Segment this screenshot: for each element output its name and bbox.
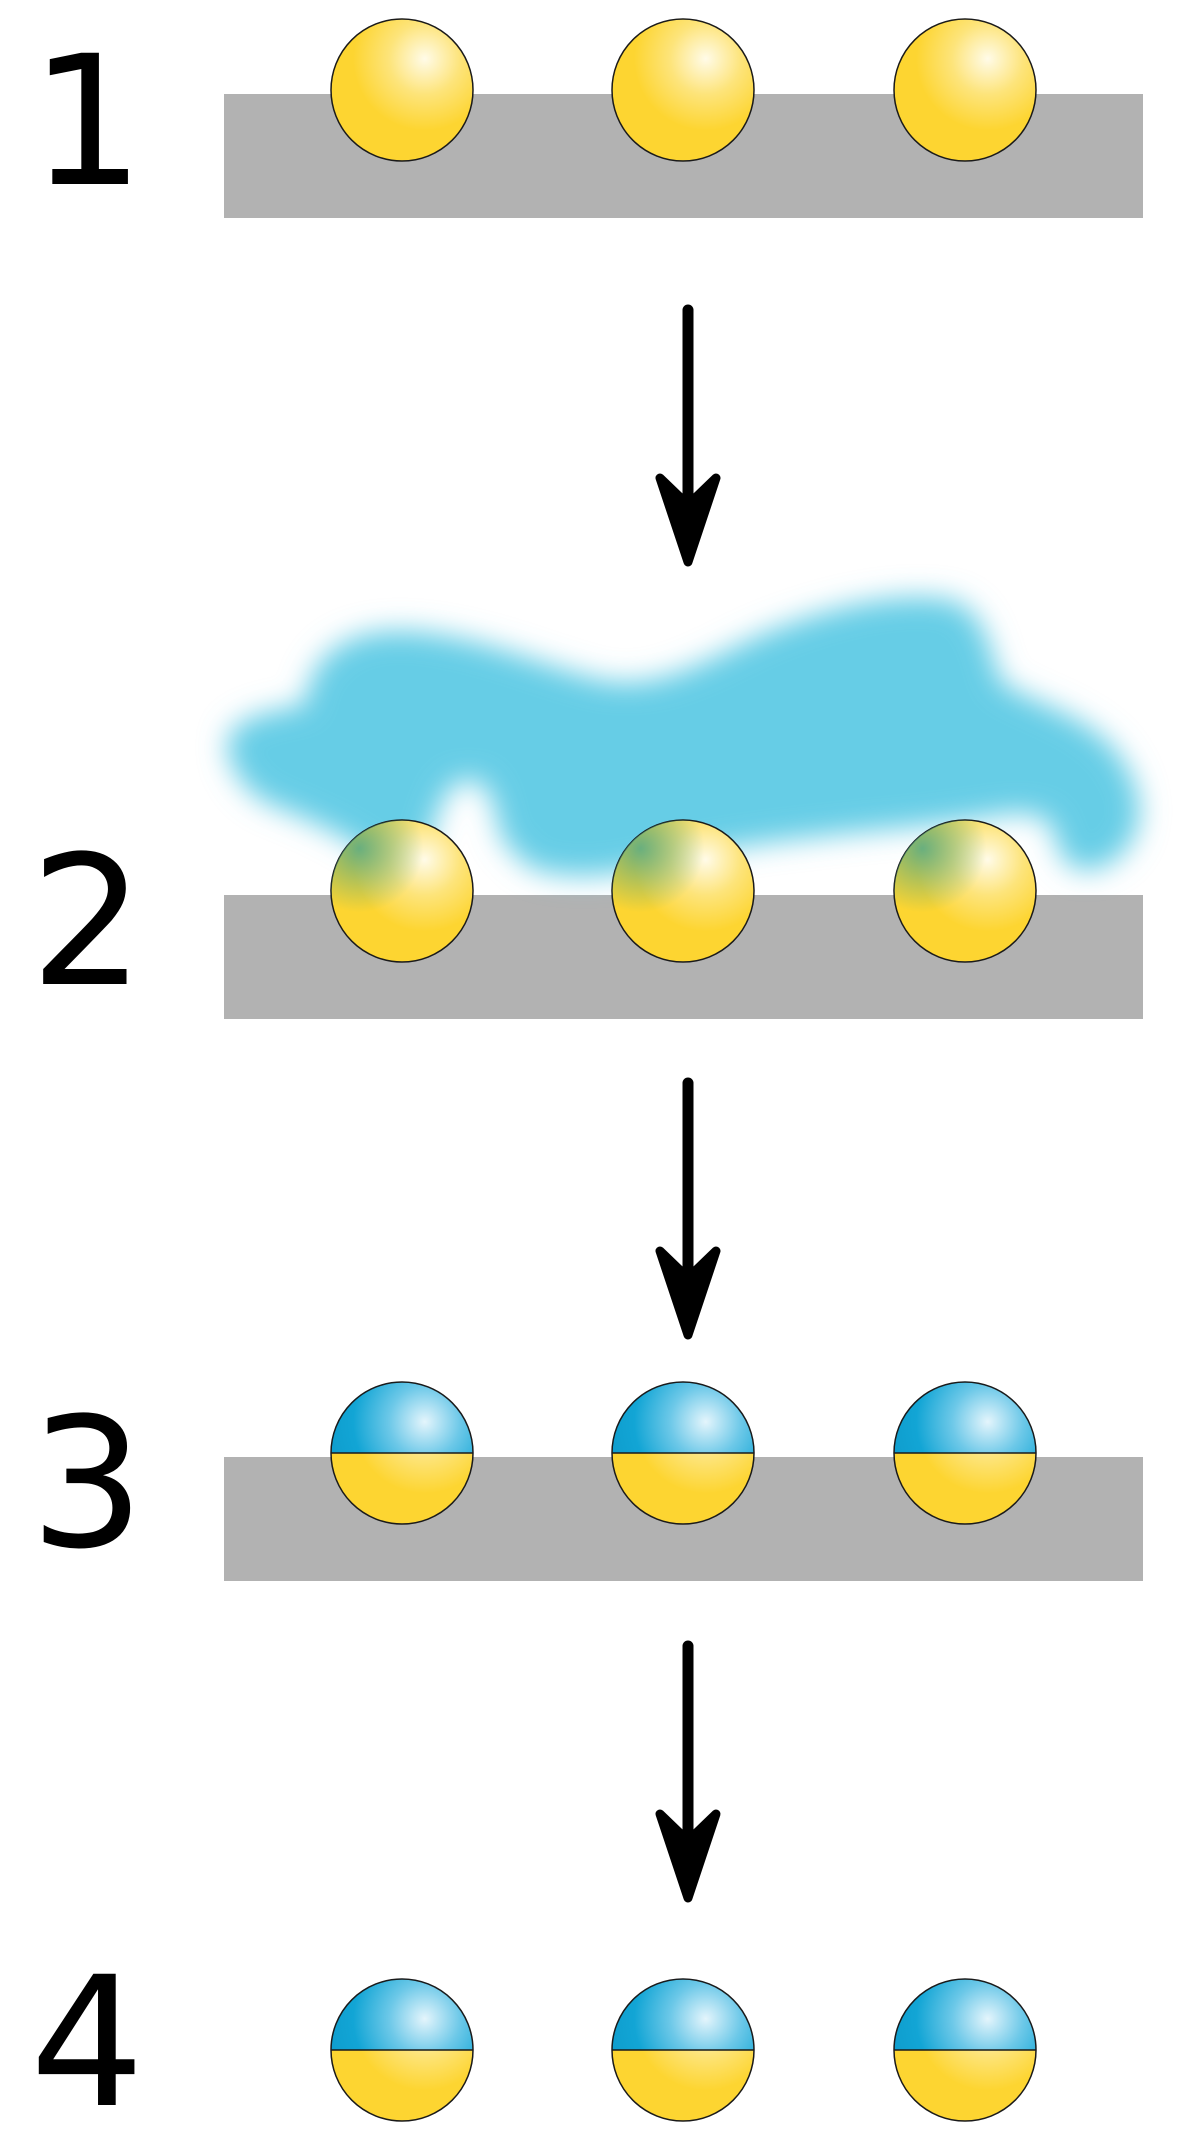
particle-gold-tinted — [893, 819, 1037, 963]
particle-janus — [611, 1978, 755, 2122]
particle-gold-tinted — [330, 819, 474, 963]
particle-gold — [893, 18, 1037, 162]
arrow-down-icon — [655, 1640, 721, 1903]
arrow-down-icon — [655, 304, 721, 567]
step-4-number: 4 — [30, 1939, 145, 2134]
step-1: 1 — [30, 18, 1143, 227]
particle-gold-tinted — [611, 819, 755, 963]
particle-gold — [611, 18, 755, 162]
particle-janus — [893, 1978, 1037, 2122]
step-1-number: 1 — [30, 18, 145, 227]
particle-janus — [893, 1381, 1037, 1525]
step-2-number: 2 — [30, 818, 145, 1027]
step-3: 3 — [30, 1380, 1143, 1589]
vapor-cloud — [227, 597, 1140, 876]
particle-janus — [611, 1381, 755, 1525]
step-2: 2 — [30, 597, 1143, 1027]
step-4: 4 — [30, 1939, 1037, 2134]
arrow-down-icon — [655, 1077, 721, 1340]
particle-janus — [330, 1381, 474, 1525]
particle-janus — [330, 1978, 474, 2122]
step-3-number: 3 — [30, 1380, 145, 1589]
particle-gold — [330, 18, 474, 162]
